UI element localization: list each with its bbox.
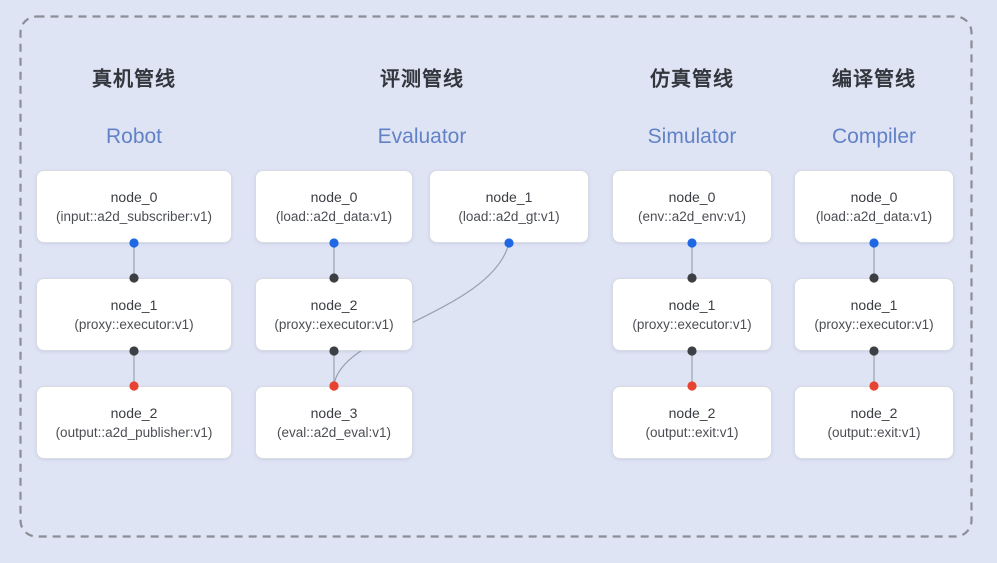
pipeline-title-cn-evaluator: 评测管线 [380, 68, 464, 91]
node-label: node_0 [850, 188, 898, 205]
node-box-evaluator-node_2: node_2(proxy::executor:v1) [255, 278, 413, 351]
node-box-robot-node_0: node_0(input::a2d_subscriber:v1) [36, 170, 232, 243]
node-label: node_0 [668, 188, 716, 205]
node-label: node_3 [310, 404, 358, 421]
node-label: node_1 [668, 296, 716, 313]
pipeline-title-en-evaluator: Evaluator [377, 125, 467, 148]
node-label: node_0 [110, 188, 158, 205]
node-box-compiler-node_1: node_1(proxy::executor:v1) [794, 278, 954, 351]
node-type: (load::a2d_data:v1) [275, 208, 393, 224]
node-box-robot-node_2: node_2(output::a2d_publisher:v1) [36, 386, 232, 459]
node-label: node_2 [850, 404, 898, 421]
node-type: (proxy::executor:v1) [814, 316, 934, 332]
node-label: node_2 [110, 404, 158, 421]
node-type: (output::exit:v1) [645, 424, 739, 440]
node-type: (output::exit:v1) [827, 424, 921, 440]
node-type: (proxy::executor:v1) [74, 316, 194, 332]
node-box-evaluator-node_3: node_3(eval::a2d_eval:v1) [255, 386, 413, 459]
node-box-simulator-node_1: node_1(proxy::executor:v1) [612, 278, 772, 351]
node-label: node_1 [850, 296, 898, 313]
node-box-compiler-node_2: node_2(output::exit:v1) [794, 386, 954, 459]
node-label: node_1 [485, 188, 533, 205]
pipeline-title-en-simulator: Simulator [647, 125, 737, 148]
node-box-compiler-node_0: node_0(load::a2d_data:v1) [794, 170, 954, 243]
node-type: (load::a2d_gt:v1) [458, 208, 560, 224]
node-label: node_1 [110, 296, 158, 313]
pipeline-title-en-compiler: Compiler [831, 125, 917, 148]
node-type: (env::a2d_env:v1) [637, 208, 747, 224]
node-box-simulator-node_2: node_2(output::exit:v1) [612, 386, 772, 459]
pipeline-title-cn-robot: 真机管线 [92, 68, 176, 91]
node-box-evaluator-node_0: node_0(load::a2d_data:v1) [255, 170, 413, 243]
node-type: (proxy::executor:v1) [274, 316, 394, 332]
node-type: (load::a2d_data:v1) [815, 208, 933, 224]
node-type: (eval::a2d_eval:v1) [276, 424, 392, 440]
node-box-robot-node_1: node_1(proxy::executor:v1) [36, 278, 232, 351]
pipeline-title-cn-compiler: 编译管线 [832, 68, 916, 91]
node-type: (input::a2d_subscriber:v1) [55, 208, 213, 224]
node-label: node_2 [668, 404, 716, 421]
node-label: node_0 [310, 188, 358, 205]
node-box-simulator-node_0: node_0(env::a2d_env:v1) [612, 170, 772, 243]
node-type: (output::a2d_publisher:v1) [55, 424, 213, 440]
node-label: node_2 [310, 296, 358, 313]
pipeline-title-cn-simulator: 仿真管线 [650, 68, 734, 91]
pipeline-title-en-robot: Robot [105, 125, 163, 148]
node-box-evaluator-node_1: node_1(load::a2d_gt:v1) [429, 170, 589, 243]
node-type: (proxy::executor:v1) [632, 316, 752, 332]
